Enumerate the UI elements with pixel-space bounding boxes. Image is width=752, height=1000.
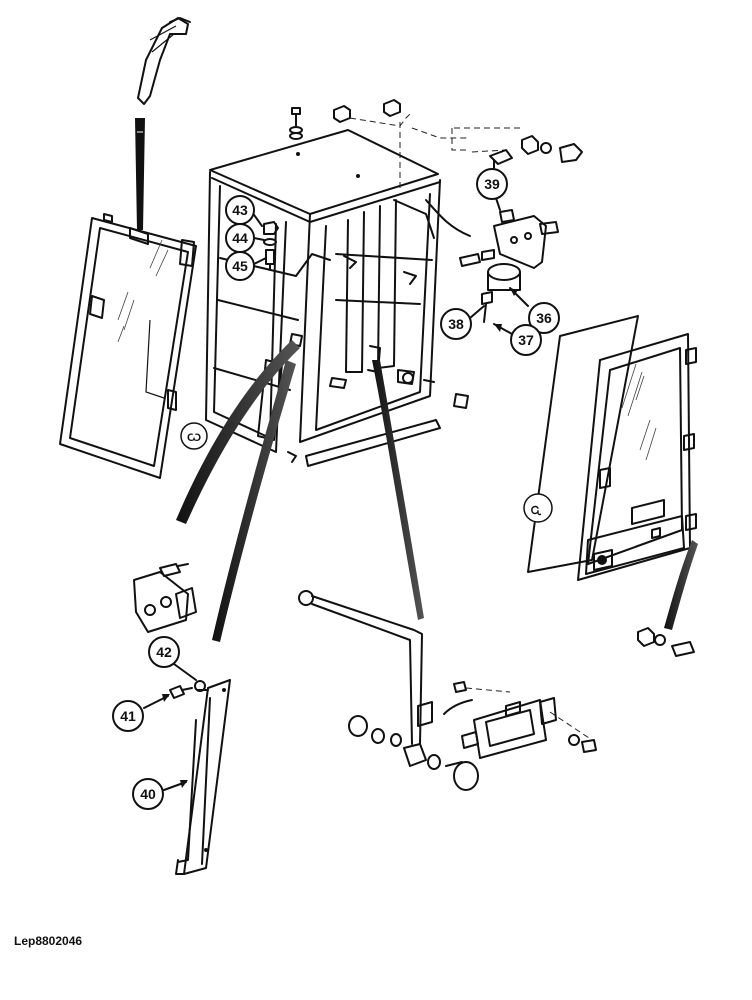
- svg-text:44: 44: [232, 230, 248, 246]
- svg-text:37: 37: [518, 332, 534, 348]
- svg-text:45: 45: [232, 258, 248, 274]
- left-door-panel: [59, 213, 197, 479]
- hinge-plate: [133, 563, 197, 633]
- callout-ref-circle-b: Ꮹ: [523, 493, 553, 523]
- hardware-right-bottom: [637, 627, 695, 657]
- svg-text:38: 38: [448, 316, 464, 332]
- fittings-43-45: [263, 221, 279, 271]
- callout-ref-circle-a: Ѡ: [180, 422, 208, 450]
- bolt-washer-41-42: [169, 680, 206, 699]
- svg-text:36: 36: [536, 310, 552, 326]
- figure-reference-code: Lep8802046: [14, 934, 83, 948]
- svg-text:Ꮹ: Ꮹ: [531, 505, 542, 517]
- grab-handle: [175, 679, 231, 875]
- lock-rod: [298, 590, 479, 791]
- callout-43: 43: [225, 195, 263, 227]
- callout-36: 36: [509, 287, 560, 334]
- callout-41: 41: [112, 694, 170, 732]
- top-hardware: [289, 99, 583, 190]
- wiper-arm: [137, 17, 191, 105]
- svg-text:40: 40: [140, 786, 156, 802]
- svg-text:41: 41: [120, 708, 136, 724]
- latch-assembly: [443, 681, 597, 759]
- callout-38: 38: [440, 305, 485, 340]
- callout-45: 45: [225, 251, 267, 281]
- callout-40: 40: [132, 778, 188, 810]
- link-stripes: [176, 340, 698, 642]
- right-door-panel: [527, 315, 697, 581]
- callout-39: 39: [476, 168, 508, 211]
- svg-text:Ѡ: Ѡ: [187, 432, 201, 444]
- callout-44: 44: [225, 223, 265, 253]
- callout-42: 42: [148, 636, 197, 681]
- svg-text:39: 39: [484, 176, 500, 192]
- callout-37: 37: [493, 323, 542, 356]
- link-stripe-wiper: [135, 118, 145, 230]
- svg-text:43: 43: [232, 202, 248, 218]
- bracket-assembly: [425, 199, 559, 323]
- cab-frame: [205, 129, 469, 467]
- svg-text:42: 42: [156, 644, 172, 660]
